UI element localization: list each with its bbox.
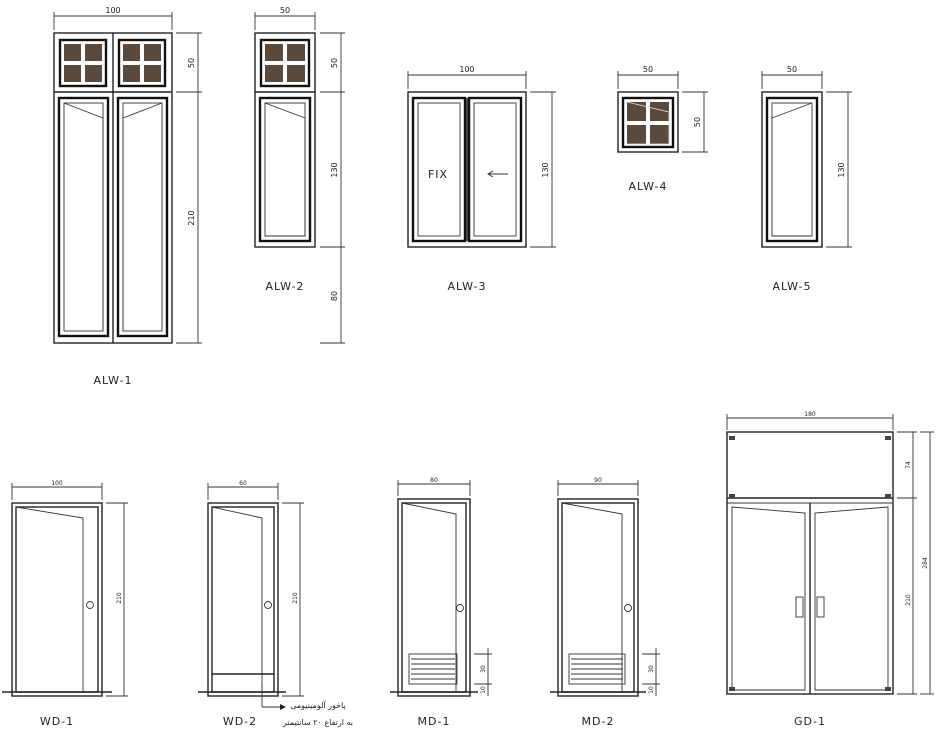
sliding-arrow-icon [487,170,508,178]
alw-4-label: ALW-4 [628,180,667,193]
wd-2-note-line-2: به ارتفاع ۲۰ سانتیمتر [282,718,353,727]
gd-1-label: GD-1 [794,715,826,728]
alw-3-width-dim: 100 [459,65,474,74]
alw-5-width-dim: 50 [787,65,797,74]
leader-arrow-icon [261,683,286,710]
alw-4-height-dim: 50 [693,117,702,127]
door-wd-2: 60 210 پاخور آلومینیومی به ارتفاع ۲۰ سان… [198,480,353,728]
alw-2-sill-dim: 80 [330,291,339,301]
md-2-grille-dim: 30 [648,665,655,673]
md-1-grille-dim: 30 [480,665,487,673]
md-1-label: MD-1 [418,715,451,728]
gd-1-transom-dim: 74 [905,461,912,469]
door-md-2: 90 30 10 MD-2 [550,477,660,728]
wd-1-height-dim: 210 [116,592,123,604]
alw-1-label: ALW-1 [93,374,132,387]
alw-1-transom-dim: 50 [187,58,196,68]
window-alw-3: FIX 100 130 ALW-3 [407,65,556,293]
gd-1-door-dim: 210 [905,594,912,606]
alw-4-width-dim: 50 [643,65,653,74]
window-alw-5: 50 130 ALW-5 [761,65,852,293]
gd-1-pivot-marks [729,436,891,691]
wd-1-width-dim: 100 [51,480,63,487]
wd-1-label: WD-1 [40,715,74,728]
alw-2-panel-dim: 130 [330,162,339,177]
door-md-1: 80 30 10 MD-1 [390,477,492,728]
alw-3-fix-text: FIX [428,168,448,181]
alw-2-label: ALW-2 [265,280,304,293]
wd-2-height-dim: 210 [292,592,299,604]
door-wd-1: 100 210 WD-1 [2,480,128,728]
md-2-width-dim: 90 [594,477,602,484]
window-alw-2: 50 50 130 80 ALW-2 [254,6,345,344]
md-1-width-dim: 80 [430,477,438,484]
door-gd-1: 180 74 210 284 GD-1 [726,411,934,728]
alw-5-height-dim: 130 [837,162,846,177]
wd-2-note-line-1: پاخور آلومینیومی [290,700,346,710]
gd-1-total-dim: 284 [922,557,929,569]
wd-2-width-dim: 60 [239,480,247,487]
md-1-bottom-dim: 10 [480,686,487,694]
alw-3-label: ALW-3 [447,280,486,293]
alw-2-transom-dim: 50 [330,58,339,68]
alw-2-width-dim: 50 [280,6,290,15]
alw-1-height-dim: 210 [187,210,196,225]
alw-5-label: ALW-5 [772,280,811,293]
md-1-grille [408,653,458,685]
md-2-bottom-dim: 10 [648,686,655,694]
alw-1-width-dim: 100 [105,6,120,15]
md-2-grille [568,653,626,685]
gd-1-width-dim: 180 [804,411,816,418]
alw-3-height-dim: 130 [541,162,550,177]
window-alw-4: 50 50 ALW-4 [617,65,708,193]
md-2-label: MD-2 [582,715,615,728]
wd-2-label: WD-2 [223,715,257,728]
window-alw-1: 100 50 210 ALW-1 [53,6,202,387]
